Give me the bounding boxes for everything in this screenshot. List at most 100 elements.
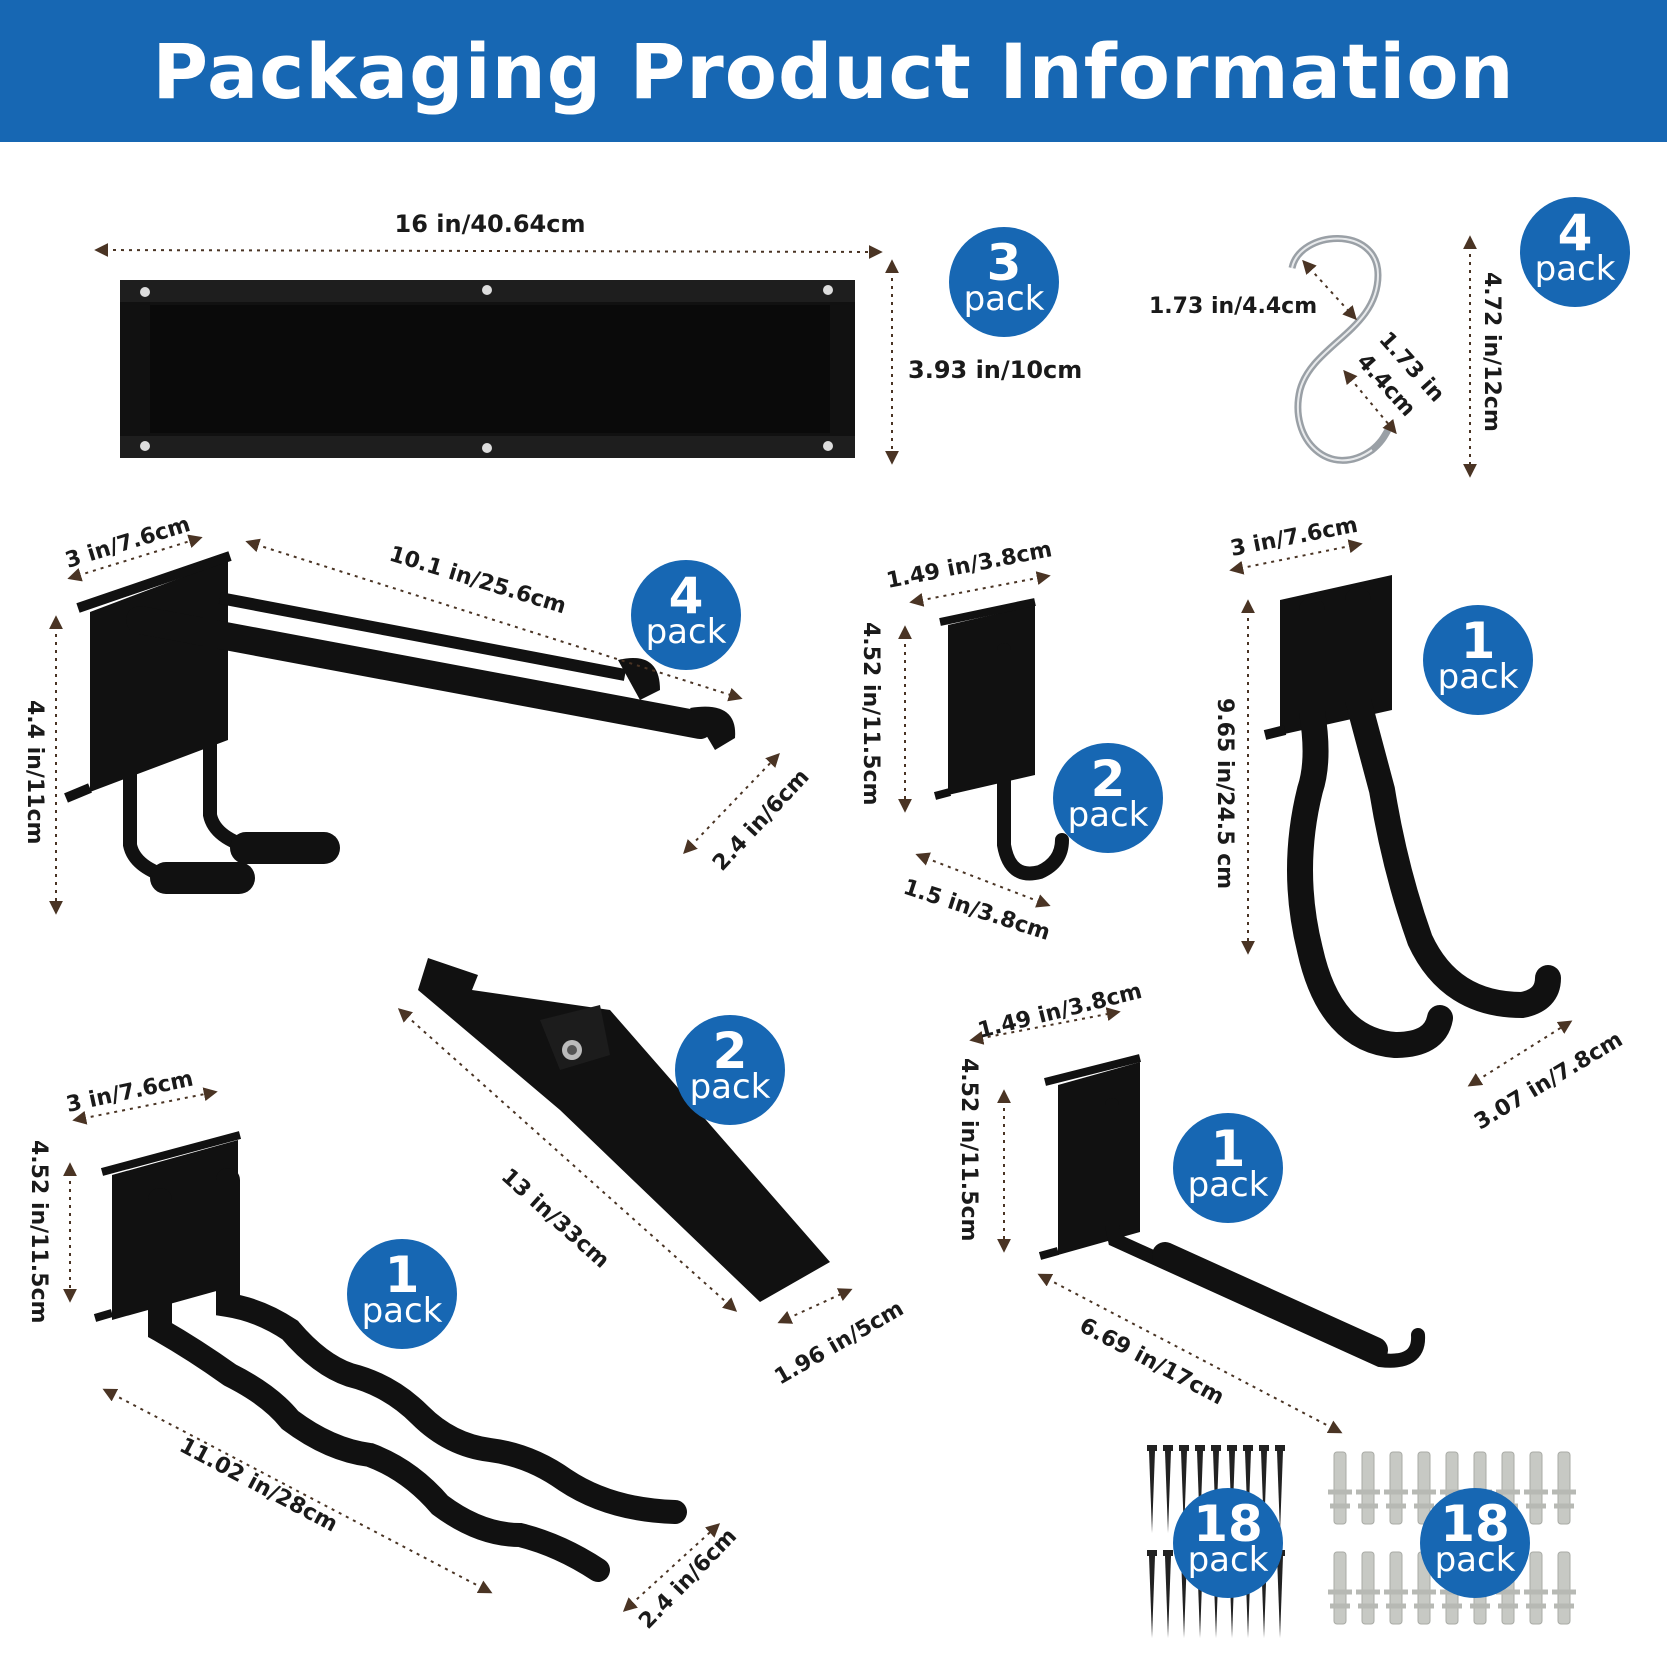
screw-icon <box>1147 1445 1157 1533</box>
screw-icon <box>1147 1550 1157 1638</box>
small-hook-top-label: 1.49 in/3.8cm <box>884 537 1054 594</box>
strap-icon <box>418 958 830 1302</box>
wall-anchor-icon <box>1384 1551 1408 1625</box>
small-hook-count-badge: 2 pack <box>1053 743 1163 853</box>
screw-icon <box>1163 1550 1173 1638</box>
rail-width-label: 16 in/40.64cm <box>395 210 586 238</box>
wave-hook-count-badge: 1 pack <box>347 1239 457 1349</box>
small-hook-unit: pack <box>1068 795 1149 835</box>
bike-hook-base-label: 3 in/7.6cm <box>1228 513 1360 562</box>
s-hook-width-label: 1.73 in/4.4cm <box>1149 294 1317 319</box>
screw-icon <box>1179 1445 1189 1533</box>
double-hook-gap-label: 2.4 in/6cm <box>708 765 814 877</box>
wave-hook-unit: pack <box>362 1291 443 1331</box>
double-hook-unit: pack <box>646 612 727 652</box>
s-hook-unit: pack <box>1535 249 1616 289</box>
bike-hook-unit: pack <box>1438 657 1519 697</box>
wall-anchor-icon <box>1524 1451 1548 1525</box>
double-hook-length-arrow <box>245 538 743 702</box>
straight-hook-top-label: 1.49 in/3.8cm <box>975 979 1144 1044</box>
bike-hook-tip-label: 3.07 in/7.8cm <box>1470 1027 1627 1135</box>
bike-hook-item: 3 in/7.6cm 9.65 in/24.5 cm 3.07 in/7.8cm… <box>1212 513 1627 1135</box>
straight-hook-count-badge: 1 pack <box>1173 1113 1283 1223</box>
wave-hook-gap-label: 2.4 in/6cm <box>634 1524 742 1634</box>
rail-count: 3 <box>987 234 1022 292</box>
bike-hook-count-badge: 1 pack <box>1423 605 1533 715</box>
double-hook-count-badge: 4 pack <box>631 560 741 670</box>
bike-hook-height-label: 9.65 in/24.5 cm <box>1212 698 1237 889</box>
s-hook-height-label: 4.72 in/12cm <box>1479 272 1504 432</box>
straight-hook-length-arrow <box>1037 1273 1343 1434</box>
small-hook-depth-label: 1.5 in/3.8cm <box>900 875 1053 946</box>
screw-icon <box>1275 1445 1285 1533</box>
double-hook-base-label: 3 in/7.6cm <box>62 512 193 574</box>
wall-anchor-icon <box>1328 1451 1352 1525</box>
screws-count-badge: 18 pack <box>1173 1488 1283 1598</box>
strap-length-label: 13 in/33cm <box>496 1164 614 1274</box>
s-hook-item: 1.73 in/4.4cm 1.73 in 4.4cm 4.72 in/12cm… <box>1149 197 1630 478</box>
screws-unit: pack <box>1188 1540 1269 1580</box>
wave-hook-height-label: 4.52 in/11.5cm <box>26 1140 51 1323</box>
double-hook-height-label: 4.4 in/11cm <box>22 700 47 844</box>
straight-hook-item: 1.49 in/3.8cm 4.52 in/11.5cm 6.69 in/17c… <box>956 979 1426 1434</box>
small-hook-count: 2 <box>1091 750 1126 808</box>
rail-height-label: 3.93 in/10cm <box>908 356 1082 384</box>
wall-anchor-icon <box>1412 1451 1436 1525</box>
straight-hook-height-label: 4.52 in/11.5cm <box>956 1058 981 1241</box>
s-hook-icon <box>1288 235 1392 464</box>
page-title: Packaging Product Information <box>152 26 1515 116</box>
rail-unit: pack <box>964 279 1045 319</box>
strap-count: 2 <box>713 1022 748 1080</box>
screws-count: 18 <box>1193 1495 1263 1553</box>
s-hook-inner-arrow <box>1343 369 1397 435</box>
double-hook-count: 4 <box>669 567 704 625</box>
small-hook-height-label: 4.52 in/11.5cm <box>858 622 883 805</box>
straight-hook-count: 1 <box>1211 1120 1246 1178</box>
anchors-item: 18 pack <box>1328 1451 1576 1625</box>
wall-anchor-icon <box>1552 1551 1576 1625</box>
bike-hook-tip-arrow <box>1467 1020 1573 1087</box>
straight-hook-top-arrow <box>969 1007 1121 1045</box>
strap-width-label: 1.96 in/5cm <box>771 1296 909 1390</box>
anchors-unit: pack <box>1435 1540 1516 1580</box>
strap-item: 13 in/33cm 1.96 in/5cm 2 pack <box>397 958 909 1390</box>
bike-hook-icon <box>1263 575 1561 1059</box>
wave-hook-gap-arrow <box>622 1523 721 1612</box>
wave-hook-base-label: 3 in/7.6cm <box>64 1067 196 1118</box>
screws-item: 18 pack <box>1147 1445 1285 1638</box>
screw-icon <box>1259 1445 1269 1533</box>
small-hook-item: 1.49 in/3.8cm 4.52 in/11.5cm 1.5 in/3.8c… <box>858 537 1163 946</box>
s-hook-count-badge: 4 pack <box>1520 197 1630 307</box>
wave-hook-item: 3 in/7.6cm 4.52 in/11.5cm 11.02 in/28cm … <box>26 1067 742 1635</box>
wall-anchor-icon <box>1356 1551 1380 1625</box>
double-hook-length-label: 10.1 in/25.6cm <box>386 542 569 620</box>
straight-hook-unit: pack <box>1188 1165 1269 1205</box>
rail-icon <box>120 280 855 458</box>
anchors-count-badge: 18 pack <box>1420 1488 1530 1598</box>
strap-length-arrow <box>397 1008 738 1312</box>
wave-hook-length-arrow <box>102 1388 493 1594</box>
wall-anchor-icon <box>1384 1451 1408 1525</box>
rail-item: 16 in/40.64cm 3.93 in/10cm 3 pack <box>94 210 1082 465</box>
double-hook-base-arrow <box>67 534 203 582</box>
strap-unit: pack <box>690 1067 771 1107</box>
double-hook-item: 3 in/7.6cm 10.1 in/25.6cm 4.4 in/11cm 2.… <box>22 512 814 915</box>
anchors-count: 18 <box>1440 1495 1510 1553</box>
s-hook-count: 4 <box>1558 204 1593 262</box>
bike-hook-count: 1 <box>1461 612 1496 670</box>
wave-hook-icon <box>93 1131 687 1582</box>
screw-icon <box>1163 1445 1173 1533</box>
wall-anchor-icon <box>1552 1451 1576 1525</box>
strap-count-badge: 2 pack <box>675 1015 785 1125</box>
strap-width-arrow <box>777 1288 853 1324</box>
wall-anchor-icon <box>1356 1451 1380 1525</box>
header-banner: Packaging Product Information <box>0 0 1667 142</box>
wave-hook-count: 1 <box>385 1246 420 1304</box>
wall-anchor-icon <box>1524 1551 1548 1625</box>
screw-icon <box>1195 1445 1205 1533</box>
bike-hook-base-arrow <box>1229 539 1363 575</box>
wall-anchor-icon <box>1328 1551 1352 1625</box>
rail-width-arrow <box>94 243 883 259</box>
small-hook-icon <box>933 598 1069 881</box>
